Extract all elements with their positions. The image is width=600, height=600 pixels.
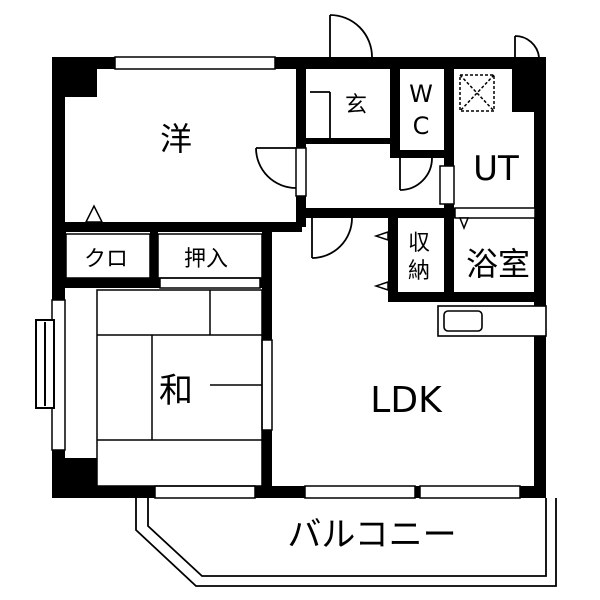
tatami-lines [96,289,263,487]
room-label-storage-2: 納 [408,259,430,284]
room-label-closet: クロ [84,247,128,272]
doors [255,14,540,259]
door-markers [84,204,470,292]
room-label-toilet-w: W [409,80,433,108]
left-window-frame [35,319,55,409]
room-label-entrance: 玄 [345,93,367,118]
room-label-toilet-c: C [413,112,430,140]
room-label-ldk: LDK [370,380,443,421]
room-label-japanese: 和 [159,371,193,411]
room-label-balcony: バルコニー [287,515,456,555]
kitchen-counter [437,305,547,337]
balcony-outline [135,498,557,587]
interior-openings [159,147,536,431]
oshiire-frame [65,233,263,279]
room-label-storage-1: 収 [408,231,430,256]
window-openings [51,56,521,499]
room-label-bath: 浴室 [466,245,530,283]
washer-box [459,74,495,112]
room-label-utility: UT [473,149,519,189]
room-label-western: 洋 [160,120,192,158]
room-label-oshiire: 押入 [184,247,228,272]
